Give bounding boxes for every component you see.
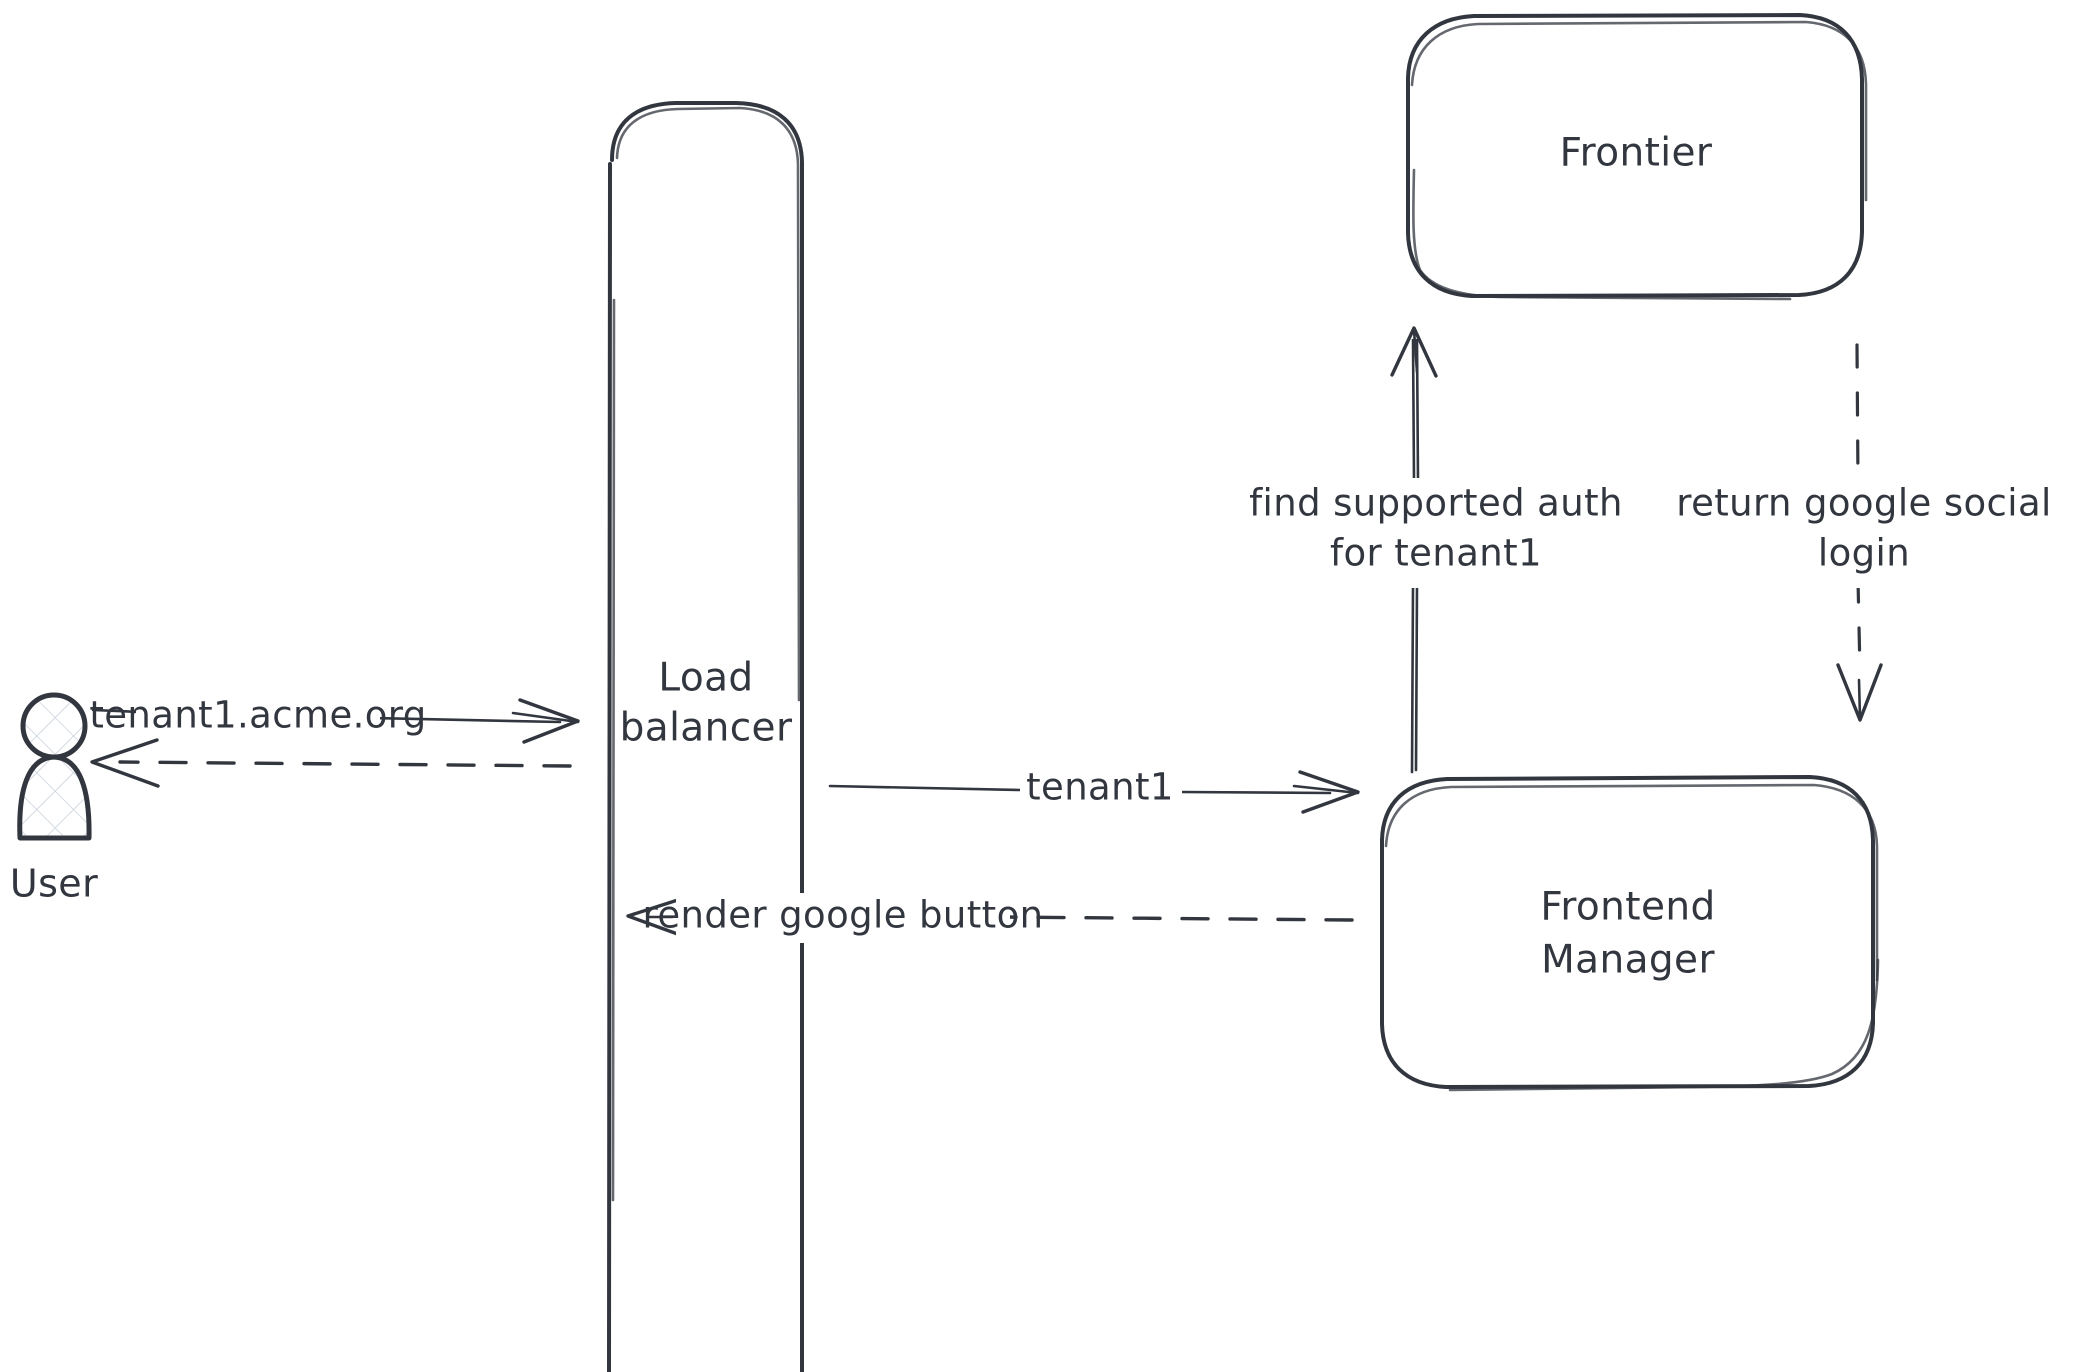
edge-lb-to-fm-arrowhead bbox=[1292, 770, 1360, 814]
edge-frontier-to-fm-arrowhead bbox=[1836, 663, 1883, 722]
edge-lb-to-user[interactable] bbox=[90, 738, 572, 788]
node-load-balancer[interactable]: Load balancer bbox=[607, 101, 804, 1372]
edge-fm-to-frontier-label-line2: for tenant1 bbox=[1330, 532, 1542, 575]
edge-lb-to-user-arrowhead bbox=[90, 738, 160, 788]
edge-fm-to-frontier-label-line1: find supported auth bbox=[1249, 482, 1623, 525]
edge-fm-to-lb-label: render google button bbox=[643, 894, 1044, 937]
node-frontend-manager[interactable]: Frontend Manager bbox=[1380, 775, 1880, 1092]
actor-user-label: User bbox=[10, 862, 98, 906]
node-frontend-manager-label-line2: Manager bbox=[1541, 938, 1715, 983]
edge-fm-to-lb-arrowhead bbox=[626, 896, 686, 938]
edge-lb-to-fm-label: tenant1 bbox=[1026, 766, 1174, 809]
edge-fm-to-frontier-arrowhead bbox=[1390, 326, 1438, 378]
edge-user-to-lb[interactable]: tenant1.acme.org bbox=[89, 692, 580, 744]
edge-frontier-to-fm-label-line2: login bbox=[1818, 532, 1910, 575]
edge-fm-to-frontier[interactable]: find supported auth for tenant1 bbox=[1206, 326, 1666, 774]
edge-lb-to-fm[interactable]: tenant1 bbox=[828, 766, 1360, 815]
node-load-balancer-label-line1: Load bbox=[658, 656, 753, 701]
user-body-icon bbox=[17, 754, 92, 841]
edge-user-to-lb-arrowhead bbox=[511, 698, 580, 744]
edge-frontier-to-fm-label-line1: return google social bbox=[1676, 482, 2051, 525]
actor-user[interactable]: User bbox=[10, 692, 98, 906]
node-frontend-manager-label-line1: Frontend bbox=[1540, 885, 1715, 930]
node-load-balancer-label-line2: balancer bbox=[620, 706, 793, 751]
user-head-icon bbox=[20, 692, 88, 760]
edge-user-to-lb-label: tenant1.acme.org bbox=[89, 694, 426, 737]
edge-fm-to-lb[interactable]: render google button bbox=[626, 893, 1354, 943]
node-frontier[interactable]: Frontier bbox=[1406, 13, 1868, 301]
edge-frontier-to-fm[interactable]: return google social login bbox=[1660, 343, 2080, 722]
node-frontier-label: Frontier bbox=[1560, 131, 1713, 176]
